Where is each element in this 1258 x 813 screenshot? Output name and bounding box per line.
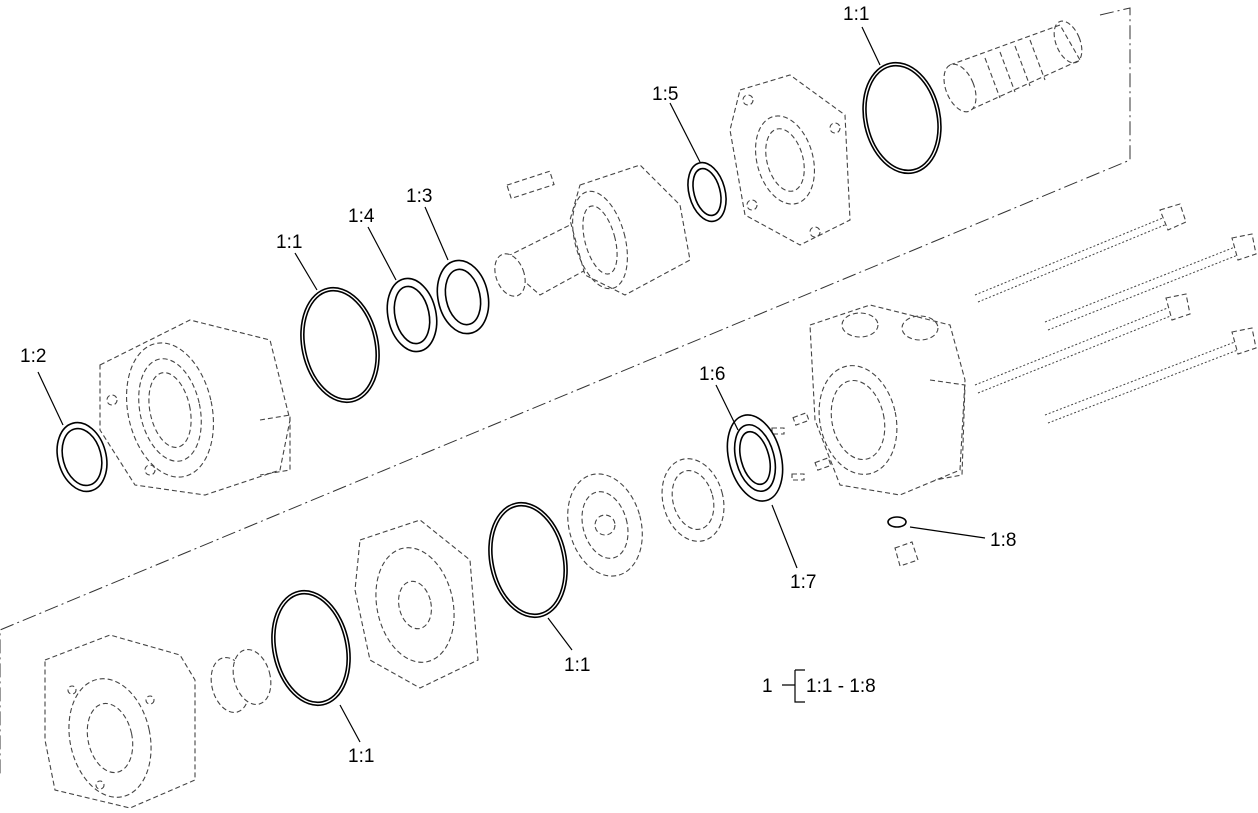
rotor-stator-set [567,473,643,577]
leader-line [424,206,449,261]
leader-line [909,526,986,539]
assembly-number: 1 [762,676,773,697]
bearing-housing [99,319,291,496]
valve-housing [809,304,966,496]
callout-label: 1:4 [348,206,375,227]
leader-line [669,102,701,163]
housing-bolts [974,203,1257,424]
callout-label: 1:1 [276,232,302,253]
drive-link [210,649,272,713]
mounting-flange [729,74,851,246]
valve-plate [661,458,725,542]
callout-label: 1:3 [406,186,432,207]
wear-plate [354,519,479,689]
o-ring-seal-lower [271,589,351,707]
o-ring-seal-center [488,501,568,619]
thrust-washer [386,277,438,353]
face-seal-ring [726,414,784,502]
callout-label: 1:6 [699,364,725,385]
leader-line [367,226,397,281]
assembly-range: 1:1 - 1:8 [806,676,876,697]
callout-label: 1:1 [843,4,869,25]
back-up-washer [436,259,490,335]
o-ring-seal-top [862,61,942,175]
drive-shaft-with-bearing [494,164,691,297]
end-cover [44,634,196,809]
callout-label: 1:7 [790,572,816,593]
shaft-seal-ring [687,161,727,223]
assembly-legend: 1 1:1 - 1:8 [762,669,876,703]
leader-line [339,704,361,743]
leader-line [37,371,64,426]
callout-label: 1:1 [348,746,374,767]
leader-line [294,252,318,291]
output-shaft-splined [943,20,1083,113]
callout-label: 1:1 [564,655,590,676]
plug-with-o-ring [887,516,919,567]
leader-line [861,26,881,66]
callout-label: 1:2 [20,346,46,367]
leader-line [547,617,573,651]
o-ring-seal-left-upper [300,286,380,404]
leader-line [715,384,739,431]
dust-seal [56,421,108,493]
callout-label: 1:5 [652,84,678,105]
callout-label: 1:8 [990,530,1016,551]
leader-line [771,504,798,569]
